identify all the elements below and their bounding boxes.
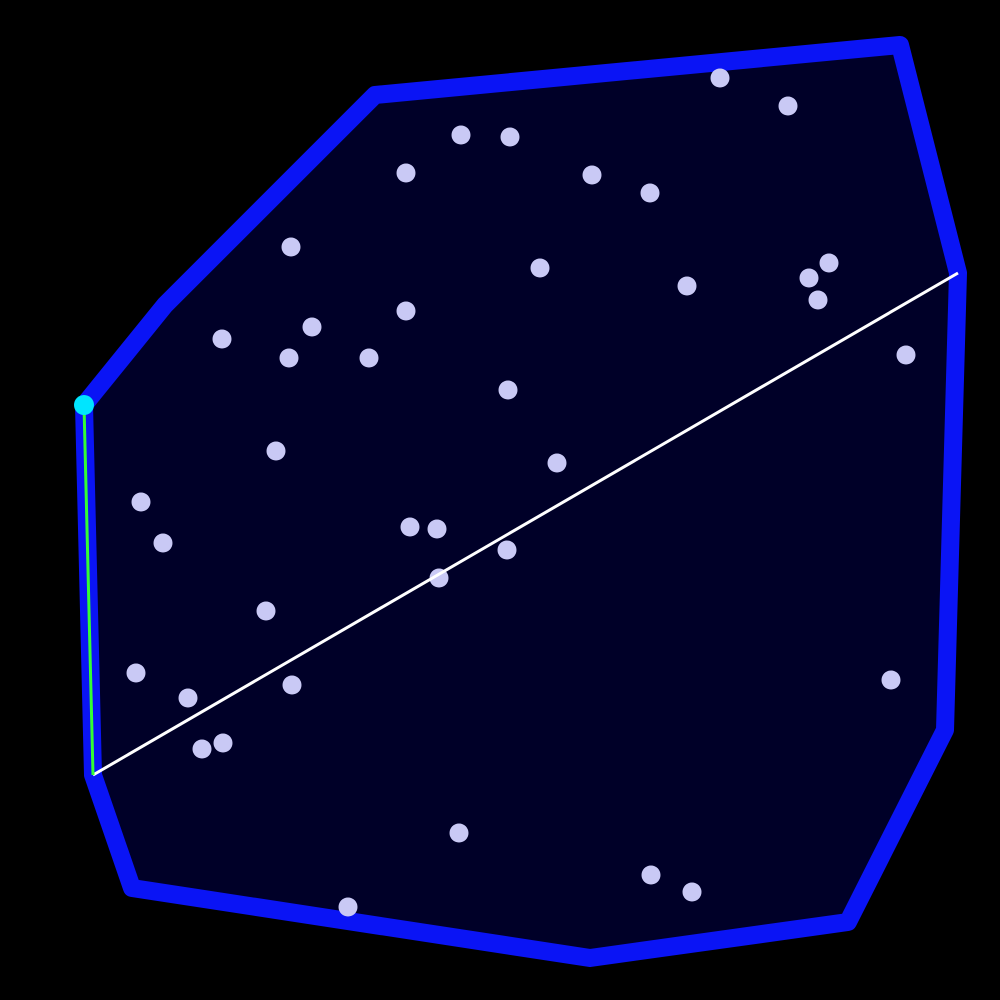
point-17 — [359, 348, 379, 368]
point-28 — [256, 601, 276, 621]
point-30 — [178, 688, 198, 708]
point-3 — [500, 127, 520, 147]
point-16 — [279, 348, 299, 368]
point-5 — [582, 165, 602, 185]
point-20 — [266, 441, 286, 461]
point-26 — [497, 540, 517, 560]
point-31 — [282, 675, 302, 695]
point-27 — [429, 568, 449, 588]
point-29 — [126, 663, 146, 683]
point-1 — [778, 96, 798, 116]
point-37 — [682, 882, 702, 902]
point-25 — [427, 519, 447, 539]
point-19 — [498, 380, 518, 400]
point-15 — [212, 329, 232, 349]
point-12 — [808, 290, 828, 310]
point-4 — [396, 163, 416, 183]
point-14 — [302, 317, 322, 337]
point-22 — [131, 492, 151, 512]
point-9 — [819, 253, 839, 273]
highlighted-vertex — [74, 395, 94, 415]
point-set — [126, 68, 916, 917]
point-2 — [451, 125, 471, 145]
point-21 — [547, 453, 567, 473]
convex-hull-polygon — [75, 36, 967, 967]
point-35 — [449, 823, 469, 843]
point-10 — [799, 268, 819, 288]
point-11 — [677, 276, 697, 296]
point-38 — [338, 897, 358, 917]
point-6 — [640, 183, 660, 203]
point-34 — [213, 733, 233, 753]
highlighted-hull-edge — [82, 404, 95, 776]
point-24 — [400, 517, 420, 537]
point-23 — [153, 533, 173, 553]
point-0 — [710, 68, 730, 88]
hull-diagonal-line — [92, 271, 959, 777]
point-18 — [896, 345, 916, 365]
point-32 — [881, 670, 901, 690]
point-13 — [396, 301, 416, 321]
point-8 — [530, 258, 550, 278]
point-33 — [192, 739, 212, 759]
point-36 — [641, 865, 661, 885]
point-7 — [281, 237, 301, 257]
